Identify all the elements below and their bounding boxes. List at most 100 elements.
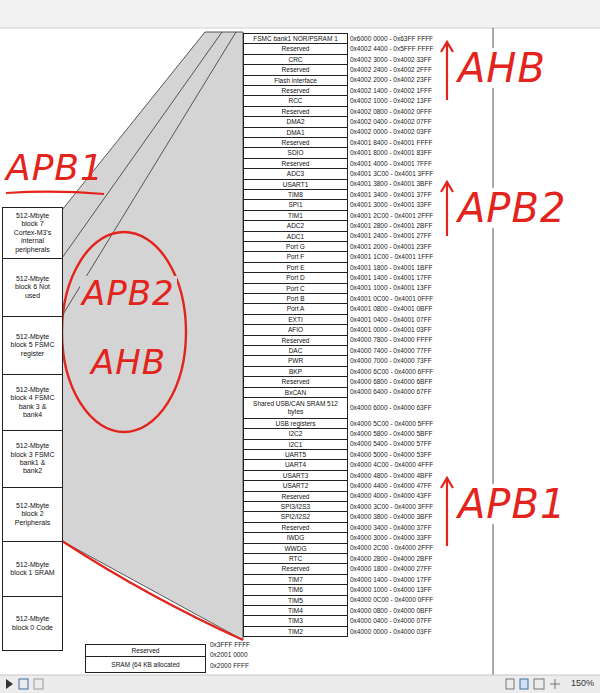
address-range: 0x4000 0400 - 0x4000 07FF (350, 617, 432, 625)
address-range: 0x3FFF FFFF (210, 641, 250, 649)
region-name: UART4 (285, 461, 306, 468)
register-box: Shared USB/CAN SRAM 512 bytes (243, 397, 348, 419)
address-range: 0x4000 1800 - 0x4000 27FF (350, 565, 432, 573)
region-name: TIM7 (288, 576, 303, 583)
address-range: 0x4001 0C00 - 0x4001 0FFF (350, 295, 433, 303)
region-name: Reserved (282, 45, 310, 52)
region-name: 512-Mbyte block 1 SRAM (10, 561, 56, 578)
memory-block: 512-Mbyte block 3 FSMC bank1 & bank2 (2, 430, 63, 488)
region-name: Port G (286, 243, 305, 250)
address-range: 0x4001 0800 - 0x4001 0BFF (350, 305, 432, 313)
region-name: Reserved (282, 493, 310, 500)
address-range: 0x4000 7000 - 0x4000 73FF (350, 357, 432, 365)
region-name: 512-Mbyte block 0 Code (10, 615, 56, 632)
region-name: RCC (288, 97, 302, 104)
address-range: 0x4002 2400 - 0x4002 2FFF (350, 66, 432, 74)
region-name: Reserved (282, 108, 310, 115)
address-range: 0x4000 0000 - 0x4000 03FF (350, 628, 432, 636)
fan-line (62, 32, 222, 258)
top-bar (0, 0, 600, 28)
memory-block: 512-Mbyte block 1 SRAM (2, 541, 63, 597)
address-range: 0x4000 7800 - 0x4000 FFFF (350, 336, 432, 344)
red-circle (62, 232, 186, 432)
region-name: UART5 (285, 451, 306, 458)
region-name: Port E (286, 264, 304, 271)
page-border (493, 28, 494, 675)
region-name: DMA1 (286, 129, 304, 136)
region-name: Reserved (282, 524, 310, 531)
region-name: 512-Mbyte block 3 FSMC bank1 & bank2 (10, 442, 56, 476)
region-name: Port F (287, 253, 305, 260)
region-name: Reserved (132, 647, 160, 654)
address-range: 0x6000 0000 - 0x63FF FFFF (350, 35, 433, 43)
address-range: 0x4001 4000 - 0x4001 7FFF (350, 160, 432, 168)
memory-block: 512-Mbyte block 5 FSMC register (2, 316, 63, 375)
region-name: TIM3 (288, 617, 303, 624)
address-range: 0x4000 6400 - 0x4000 67FF (350, 388, 432, 396)
address-range: 0x4000 4800 - 0x4000 4BFF (350, 472, 432, 480)
region-name: TIM4 (288, 607, 303, 614)
status-bar (0, 675, 600, 693)
address-range: 0x4001 3C00 - 0x4001 3FFF (350, 170, 433, 178)
top-bar-border (0, 28, 600, 29)
address-range: 0x4002 2000 - 0x4002 23FF (350, 76, 432, 84)
address-range: 0x2001 0000 (210, 651, 248, 659)
address-range: 0x4001 2800 - 0x4001 2BFF (350, 222, 432, 230)
address-range: 0x4001 8400 - 0x4001 FFFF (350, 139, 432, 147)
region-name: IWDG (287, 534, 305, 541)
region-name: Reserved (282, 378, 310, 385)
address-range: 0x4001 3800 - 0x4001 3BFF (350, 180, 432, 188)
region-name: EXTI (288, 316, 302, 323)
region-name: Reserved (282, 160, 310, 167)
address-range: 0x4002 1400 - 0x4002 1FFF (350, 87, 432, 95)
address-range: 0x4000 2C00 - 0x4000 2FFF (350, 544, 433, 552)
toolbar-icons (6, 679, 560, 689)
region-name: SPI2/I2S2 (281, 513, 310, 520)
region-name: I2C2 (289, 430, 303, 437)
region-name: SPI1 (288, 201, 302, 208)
address-range: 0x4002 4400 - 0x5FFF FFFF (350, 45, 433, 53)
address-range: 0x4000 3000 - 0x4000 33FF (350, 534, 432, 542)
address-range: 0x4000 1400 - 0x4000 17FF (350, 576, 432, 584)
address-range: 0x4001 2400 - 0x4001 27FF (350, 232, 432, 240)
red-arrows (441, 42, 453, 546)
address-range: 0x4000 5000 - 0x4000 53FF (350, 451, 432, 459)
region-name: ADC2 (287, 222, 304, 229)
address-range: 0x4000 3800 - 0x4000 3BFF (350, 513, 432, 521)
handwritten-note: APB2 (80, 276, 177, 310)
status-bar-border (0, 675, 600, 676)
address-range: 0x4001 8000 - 0x4001 83FF (350, 149, 432, 157)
address-range: 0x4000 3C00 - 0x4000 3FFF (350, 503, 433, 511)
region-name: ADC3 (287, 170, 304, 177)
region-name: SPI3/I2S3 (281, 503, 310, 510)
address-range: 0x4002 0000 - 0x4002 03FF (350, 128, 432, 136)
region-name: USART1 (283, 181, 309, 188)
address-range: 0x4000 6C00 - 0x4000 6FFF (350, 368, 433, 376)
address-range: 0x4000 3400 - 0x4000 37FF (350, 524, 432, 532)
region-name: SRAM (64 KB allocated (111, 661, 179, 668)
memory-block: 512-Mbyte block 2 Peripherals (2, 487, 63, 542)
memory-region-box: SRAM (64 KB allocated (85, 656, 206, 673)
address-fan (62, 32, 243, 640)
red-stroke (62, 541, 243, 640)
region-name: 512-Mbyte block 7 Cortex-M3's internal p… (10, 212, 56, 254)
address-range: 0x4001 1C00 - 0x4001 1FFF (350, 253, 433, 261)
region-name: Reserved (282, 139, 310, 146)
region-name: 512-Mbyte block 5 FSMC register (10, 333, 56, 358)
address-range: 0x4000 5400 - 0x4000 57FF (350, 440, 432, 448)
region-name: Flash interface (274, 77, 317, 84)
region-name: Shared USB/CAN SRAM 512 bytes (247, 400, 345, 415)
address-range: 0x2000 FFFF (210, 662, 249, 670)
address-range: 0x4000 6000 - 0x4000 63FF (350, 404, 432, 412)
red-underline (6, 192, 104, 194)
handwritten-note: AHB (89, 345, 168, 379)
region-name: FSMC bank1 NOR/PSRAM 1 (253, 35, 338, 42)
region-name: TIM5 (288, 597, 303, 604)
address-range: 0x4001 3000 - 0x4001 33FF (350, 201, 432, 209)
address-range: 0x4000 0C00 - 0x4000 0FFF (350, 596, 433, 604)
zoom-level: 150% (571, 678, 594, 689)
address-range: 0x4000 5C00 - 0x4000 5FFF (350, 420, 433, 428)
region-name: BKP (289, 368, 302, 375)
address-range: 0x4000 5800 - 0x4000 5BFF (350, 430, 432, 438)
region-name: DMA2 (286, 118, 304, 125)
